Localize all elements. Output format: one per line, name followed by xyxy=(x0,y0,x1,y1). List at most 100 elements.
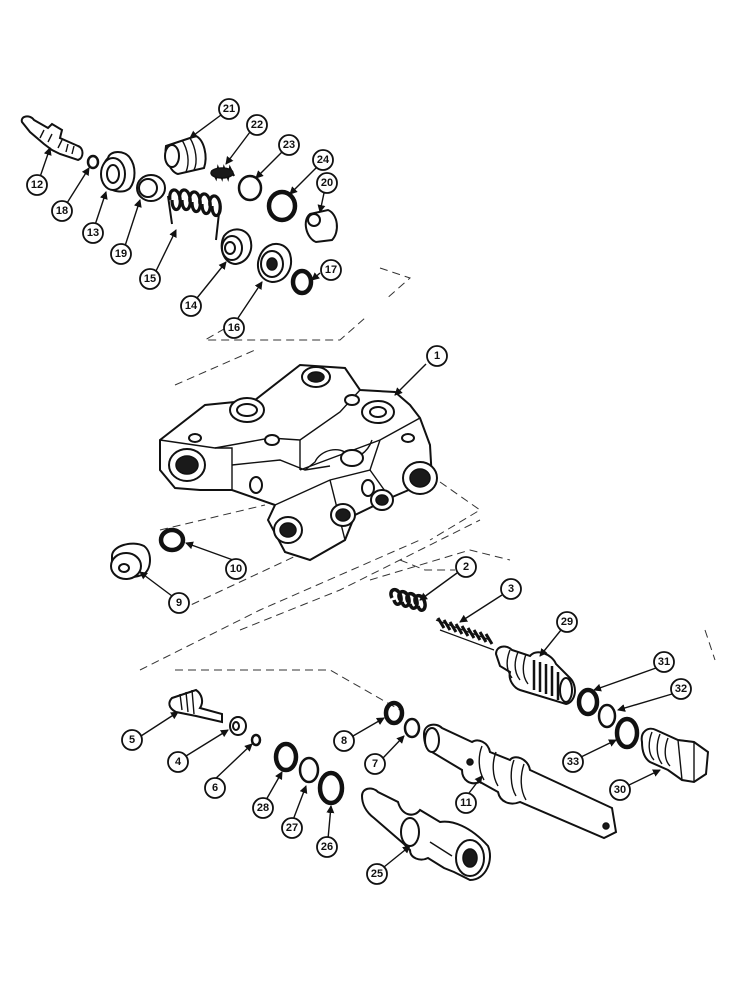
part-3-spring xyxy=(435,617,495,651)
callout-30: 30 xyxy=(609,779,631,801)
svg-text:19: 19 xyxy=(115,248,127,260)
svg-text:22: 22 xyxy=(251,119,263,131)
part-19-ring xyxy=(136,174,166,202)
callout-16: 16 xyxy=(223,317,245,339)
part-29-spool xyxy=(494,645,576,706)
svg-text:13: 13 xyxy=(87,227,99,239)
callout-18: 18 xyxy=(51,200,73,222)
svg-text:30: 30 xyxy=(614,784,626,796)
part-8-o-ring xyxy=(383,700,405,726)
callout-13: 13 xyxy=(82,222,104,244)
svg-text:27: 27 xyxy=(286,822,298,834)
callout-29: 29 xyxy=(556,611,578,633)
part-13-cap xyxy=(100,151,136,193)
callout-3: 3 xyxy=(500,578,522,600)
callout-5: 5 xyxy=(121,729,143,751)
valve-body xyxy=(159,363,438,562)
part-17-o-ring xyxy=(290,268,314,296)
callout-24: 24 xyxy=(312,149,334,171)
part-11-spool xyxy=(422,723,618,840)
callout-9: 9 xyxy=(168,592,190,614)
part-23-ring xyxy=(237,174,263,202)
svg-text:28: 28 xyxy=(257,802,269,814)
callout-8: 8 xyxy=(333,730,355,752)
part-7-ring xyxy=(403,717,421,739)
part-27-ring xyxy=(298,756,320,784)
callout-28: 28 xyxy=(252,797,274,819)
svg-text:11: 11 xyxy=(460,797,472,809)
callout-2: 2 xyxy=(455,556,477,578)
callout-15: 15 xyxy=(139,268,161,290)
svg-text:1: 1 xyxy=(434,350,440,362)
callout-26: 26 xyxy=(316,836,338,858)
part-15-spring xyxy=(167,188,222,241)
svg-text:4: 4 xyxy=(175,756,182,768)
part-4-collar xyxy=(229,716,247,736)
svg-text:9: 9 xyxy=(176,597,182,609)
svg-text:5: 5 xyxy=(129,734,135,746)
part-28-o-ring xyxy=(273,741,299,773)
part-14-seat xyxy=(220,228,253,266)
svg-text:33: 33 xyxy=(567,756,579,768)
callout-10: 10 xyxy=(225,558,247,580)
part-9-plug xyxy=(110,542,151,580)
svg-text:31: 31 xyxy=(658,656,670,668)
part-21-sleeve xyxy=(164,134,207,176)
part-31-o-ring xyxy=(576,687,600,717)
part-18-o-ring xyxy=(86,154,100,170)
svg-text:8: 8 xyxy=(341,735,347,747)
svg-text:17: 17 xyxy=(325,264,337,276)
svg-text:14: 14 xyxy=(185,300,198,312)
callout-21: 21 xyxy=(218,98,240,120)
part-22-spring xyxy=(210,164,235,182)
svg-text:3: 3 xyxy=(508,583,514,595)
svg-text:6: 6 xyxy=(212,782,218,794)
svg-text:7: 7 xyxy=(372,758,378,770)
svg-text:10: 10 xyxy=(230,563,242,575)
part-32-ring xyxy=(597,703,617,729)
callout-1: 1 xyxy=(426,345,448,367)
part-12-fitting xyxy=(20,115,84,162)
svg-text:26: 26 xyxy=(321,841,333,853)
svg-text:25: 25 xyxy=(371,868,383,880)
part-16-washer xyxy=(256,243,292,284)
svg-text:29: 29 xyxy=(561,616,573,628)
callout-31: 31 xyxy=(653,651,675,673)
callout-6: 6 xyxy=(204,777,226,799)
callout-25: 25 xyxy=(366,863,388,885)
svg-text:15: 15 xyxy=(144,273,156,285)
callout-23: 23 xyxy=(278,134,300,156)
callout-33: 33 xyxy=(562,751,584,773)
svg-text:24: 24 xyxy=(317,154,330,166)
part-30-plug xyxy=(640,727,710,784)
part-33-o-ring xyxy=(614,716,640,750)
svg-text:21: 21 xyxy=(223,103,235,115)
svg-text:12: 12 xyxy=(31,179,43,191)
svg-text:23: 23 xyxy=(283,139,295,151)
callout-27: 27 xyxy=(281,817,303,839)
part-5-pin xyxy=(168,688,223,724)
callout-12: 12 xyxy=(26,174,48,196)
assembly-dashed-lines xyxy=(139,267,716,711)
svg-text:16: 16 xyxy=(228,322,240,334)
callout-19: 19 xyxy=(110,243,132,265)
part-24-o-ring xyxy=(266,189,298,223)
svg-text:32: 32 xyxy=(675,683,687,695)
svg-text:2: 2 xyxy=(463,561,469,573)
part-2-spring xyxy=(389,587,427,612)
part-25-shaft xyxy=(360,787,491,882)
callout-7: 7 xyxy=(364,753,386,775)
callout-11: 11 xyxy=(455,792,477,814)
callout-32: 32 xyxy=(670,678,692,700)
part-10-o-ring xyxy=(158,527,186,553)
callout-20: 20 xyxy=(316,172,338,194)
part-6-clip xyxy=(250,733,262,747)
callout-22: 22 xyxy=(246,114,268,136)
part-20-plunger xyxy=(304,208,338,244)
leader-lines xyxy=(39,114,673,868)
svg-text:18: 18 xyxy=(56,205,68,217)
svg-text:20: 20 xyxy=(321,177,333,189)
callout-17: 17 xyxy=(320,259,342,281)
part-26-o-ring xyxy=(317,770,345,806)
